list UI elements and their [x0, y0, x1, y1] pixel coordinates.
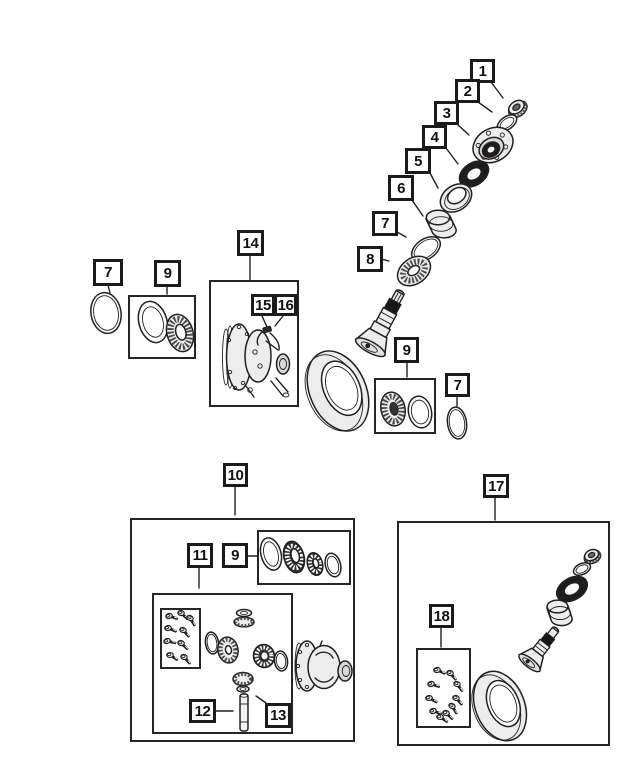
callout-14[interactable]: 14 — [237, 230, 264, 256]
callout-17[interactable]: 17 — [483, 474, 509, 498]
internal-kit-illustration — [161, 608, 289, 732]
callout-8[interactable]: 8 — [357, 246, 383, 272]
frame-bearing-kit-left-9 — [128, 295, 196, 359]
callout-7-top[interactable]: 7 — [372, 211, 398, 236]
callout-7-left[interactable]: 7 — [93, 259, 123, 286]
bearing-kit-mid-illustration — [379, 391, 433, 429]
differential-carrier-illustration — [222, 323, 291, 398]
callout-18[interactable]: 18 — [429, 604, 454, 628]
callout-12[interactable]: 12 — [189, 699, 216, 723]
frame-differential-10 — [130, 518, 355, 742]
kit-spacer-illustration — [545, 599, 573, 627]
pinion-nut-illustration — [507, 99, 528, 119]
kit-seal-illustration — [555, 575, 589, 603]
differential-case-illustration — [294, 640, 353, 692]
rear-pinion-bearing-illustration — [396, 255, 432, 287]
frame-bearing-kit-mid-9 — [374, 378, 436, 434]
callout-5[interactable]: 5 — [405, 148, 431, 174]
bolt-kit-11-bolts — [161, 608, 200, 665]
frame-carrier-14 — [209, 280, 299, 407]
frame-internal-kit-11 — [152, 593, 293, 734]
kit-ring-gear-illustration — [471, 670, 528, 742]
spider-gear-illustration — [217, 636, 239, 664]
kit-nut-illustration — [583, 548, 602, 565]
bearing-kit-left-illustration — [137, 300, 195, 353]
cross-shaft-illustration — [239, 693, 249, 732]
leader-lines — [107, 81, 504, 712]
callout-16[interactable]: 16 — [274, 294, 297, 316]
oring-left-illustration — [90, 291, 122, 335]
ring-gear-illustration — [304, 350, 370, 432]
bolt-kit-18-bolts — [424, 664, 467, 723]
callout-9-left[interactable]: 9 — [154, 260, 181, 287]
oring-mid-illustration — [446, 406, 468, 440]
side-gear-illustration — [252, 643, 276, 669]
frame-bolt-kit-11 — [160, 608, 201, 669]
callout-3[interactable]: 3 — [434, 101, 459, 125]
kit-pinion-illustration — [517, 626, 560, 673]
callout-11[interactable]: 11 — [187, 543, 213, 568]
group-frames — [128, 280, 610, 746]
front-pinion-bearing-illustration — [439, 183, 473, 213]
callout-4[interactable]: 4 — [422, 125, 447, 149]
drive-pinion-illustration — [354, 289, 405, 358]
callout-6[interactable]: 6 — [388, 175, 414, 201]
frame-ring-pinion-17 — [397, 521, 610, 746]
callout-9-mid[interactable]: 9 — [394, 337, 419, 363]
callout-7-mid[interactable]: 7 — [445, 373, 470, 397]
frame-bearing-kit-bottom-9 — [257, 530, 351, 585]
collapsible-spacer-illustration — [424, 209, 457, 239]
callout-13[interactable]: 13 — [265, 703, 291, 728]
callout-2[interactable]: 2 — [455, 79, 480, 103]
frame-bolt-kit-18 — [416, 648, 471, 728]
callout-10[interactable]: 10 — [223, 463, 248, 487]
bearing-kit-bottom-illustration — [259, 537, 342, 578]
companion-flange-illustration — [472, 126, 514, 164]
callout-9-bottom[interactable]: 9 — [222, 543, 248, 568]
callout-15[interactable]: 15 — [251, 294, 275, 316]
kit-washer-illustration — [572, 562, 592, 576]
ring-pinion-kit-illustration — [471, 548, 602, 742]
